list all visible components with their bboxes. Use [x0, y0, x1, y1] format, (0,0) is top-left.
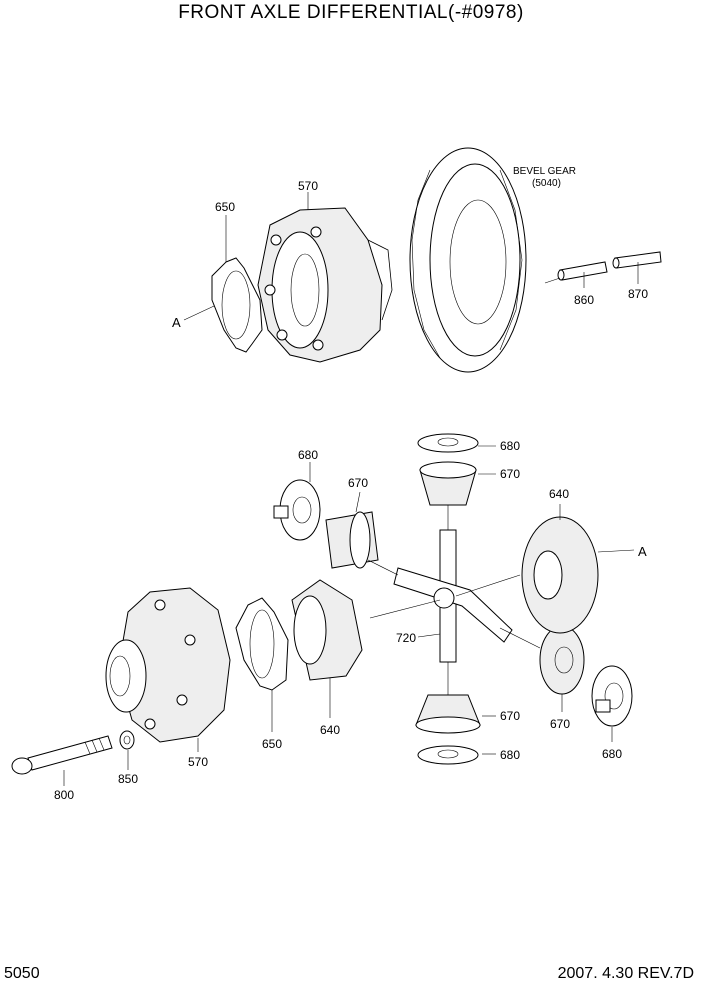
pin-870 — [612, 251, 662, 269]
part-label-850: 850 — [118, 772, 138, 786]
carrier-half-570-bottom — [105, 587, 231, 743]
part-label-720: 720 — [396, 631, 416, 645]
part-label-680-bottom: 680 — [500, 748, 520, 762]
part-label-680-left: 680 — [298, 448, 318, 462]
thrust-washer-680-left — [273, 479, 321, 541]
page-title: FRONT AXLE DIFFERENTIAL(-#0978) — [178, 2, 524, 23]
part-label-640-left: 640 — [320, 723, 340, 737]
part-label-570-top: 570 — [298, 179, 318, 193]
part-label-640-right: 640 — [549, 487, 569, 501]
date-revision: 2007. 4.30 REV.7D — [557, 965, 694, 982]
part-label-670-left: 670 — [348, 476, 368, 490]
side-gear-640-right — [521, 516, 599, 634]
part-label-570-bottom: 570 — [188, 755, 208, 769]
thrust-washer-680-bottom — [417, 745, 479, 765]
part-label-870: 870 — [628, 287, 648, 301]
pinion-gear-670-top — [419, 461, 477, 506]
gasket-650-bottom — [235, 597, 289, 691]
side-gear-640-left — [291, 579, 363, 681]
part-label-670-top: 670 — [500, 467, 520, 481]
section-mark-a-top: A — [172, 315, 181, 330]
pinion-gear-670-left — [325, 511, 379, 569]
bolt-800 — [11, 735, 113, 775]
bevel-gear-ref: (5040) — [532, 178, 561, 189]
part-label-680-top: 680 — [500, 439, 520, 453]
part-label-800: 800 — [54, 788, 74, 802]
part-label-860: 860 — [574, 293, 594, 307]
page-number: 5050 — [4, 965, 40, 982]
part-label-670-right: 670 — [550, 717, 570, 731]
gasket-650-top — [211, 257, 263, 353]
part-label-650-bottom: 650 — [262, 737, 282, 751]
part-label-650-top: 650 — [215, 200, 235, 214]
thrust-washer-680-top — [417, 433, 479, 453]
part-label-680-right: 680 — [602, 747, 622, 761]
bevel-gear-label: BEVEL GEAR — [513, 166, 576, 177]
pinion-gear-670-right — [539, 625, 585, 695]
pinion-gear-670-bottom — [415, 694, 481, 734]
bevel-gear-5040 — [409, 147, 527, 373]
section-mark-a-bottom: A — [638, 544, 647, 559]
carrier-half-570-top — [257, 207, 393, 363]
pin-860 — [557, 261, 608, 281]
part-label-670-bottom: 670 — [500, 709, 520, 723]
washer-850 — [119, 730, 135, 750]
thrust-washer-680-right — [591, 665, 633, 727]
